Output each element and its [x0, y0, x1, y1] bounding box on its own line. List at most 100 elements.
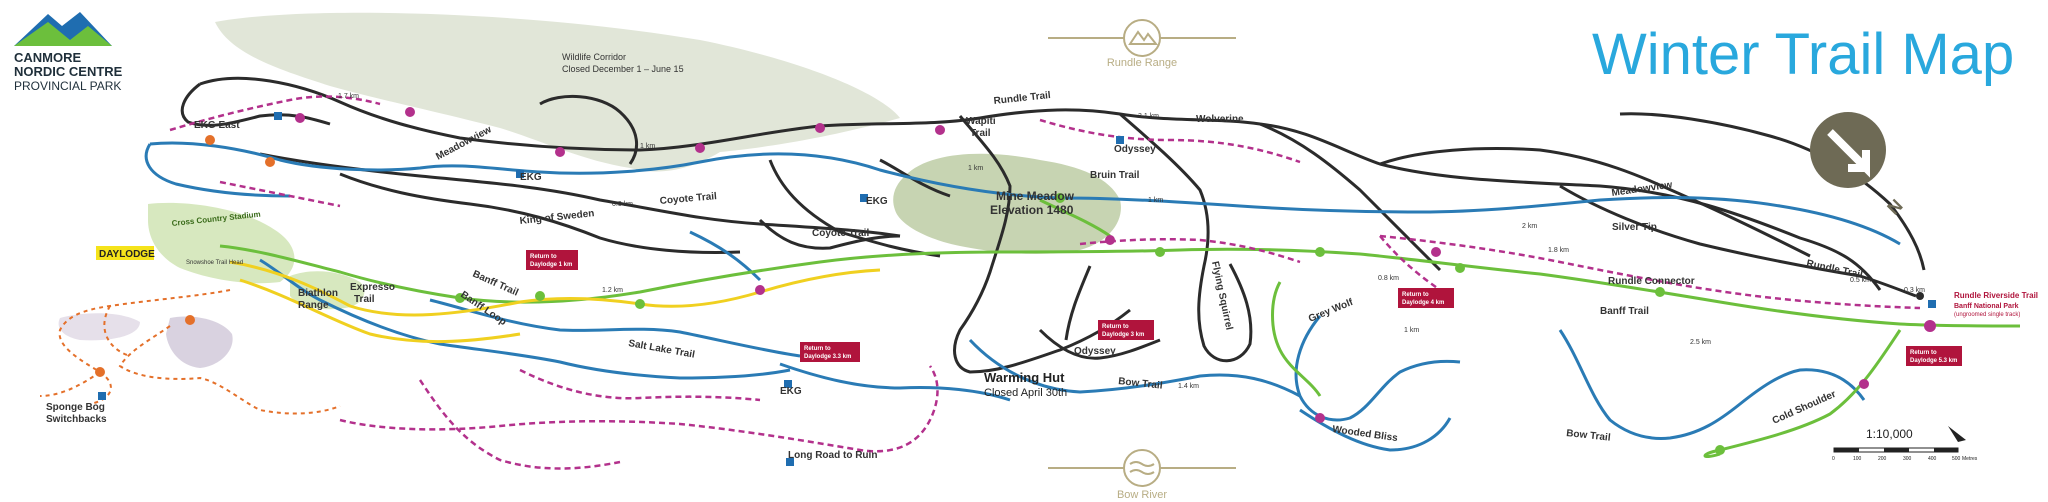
- blue-trails: [144, 141, 1901, 452]
- return-box-5: Return to Daylodge 5.3 km: [1906, 346, 1962, 366]
- mine-meadow-area: [893, 153, 1121, 254]
- compass-north: N: [1883, 195, 1906, 218]
- park-name-line2: NORDIC CENTRE: [14, 64, 123, 79]
- label-silver-tip: Silver Tip: [1612, 222, 1657, 233]
- snowshoe-area-2: [58, 313, 140, 341]
- return-box-3: Return to Daylodge 3 km: [1098, 320, 1154, 340]
- rundle-range-emblem: Rundle Range: [1048, 19, 1236, 69]
- distance-12: 0.8 km: [1378, 275, 1399, 282]
- return-2b: Daylodge 3.3 km: [804, 354, 851, 360]
- label-flying-squirrel: Flying Squirrel: [1209, 260, 1234, 331]
- north-arrow-icon: [1948, 426, 1966, 442]
- distance-15: 2.5 km: [1690, 339, 1711, 346]
- distance-1: 1.7 km: [338, 93, 359, 100]
- label-ekg-1: EKG: [520, 172, 542, 183]
- label-odyssey-1: Odyssey: [1114, 144, 1156, 155]
- label-cold-shoulder: Cold Shoulder: [1771, 389, 1838, 427]
- scale-unit: Metres: [1962, 456, 1978, 462]
- label-ekg-east: EKG East: [194, 120, 240, 131]
- snowshoe-area: [166, 316, 233, 368]
- label-rundle-riverside: Rundle Riverside Trail: [1954, 291, 2038, 300]
- label-salt-lake: Salt Lake Trail: [627, 338, 695, 361]
- distance-6: 1 km: [1148, 197, 1163, 204]
- distance-9: 0.5 km: [1850, 277, 1871, 284]
- mine-meadow-label: Mine Meadow: [996, 189, 1075, 203]
- snowshoe-label: Snowshoe Trail Head: [186, 260, 243, 266]
- return-box-2: Return to Daylodge 3.3 km: [800, 342, 860, 362]
- daylodge-label: DAYLODGE: [99, 249, 155, 260]
- yellow-trails: [229, 260, 881, 344]
- snowshoe-magenta-trails: [169, 95, 1921, 470]
- wildlife-corridor-area: [215, 12, 900, 172]
- return-4b: Daylodge 4 km: [1402, 300, 1444, 306]
- stadium-area: [148, 202, 295, 284]
- park-name-line3: PROVINCIAL PARK: [14, 79, 121, 93]
- bow-river-label: Bow River: [1117, 489, 1167, 501]
- scale-ratio: 1:10,000: [1866, 427, 1913, 441]
- label-coyote-2: Coyote Trail: [812, 228, 869, 239]
- map-title: Winter Trail Map: [1592, 22, 2014, 87]
- label-wapiti-1: Wapiti: [966, 116, 996, 127]
- wildlife-corridor-title: Wildlife Corridor: [562, 52, 626, 62]
- warming-hut-label: Warming Hut: [984, 370, 1065, 385]
- distance-5: 3.1 km: [1138, 113, 1159, 120]
- label-bow-1: Bow Trail: [1118, 376, 1164, 392]
- return-5a: Return to: [1910, 350, 1937, 356]
- return-5b: Daylodge 5.3 km: [1910, 358, 1957, 364]
- label-wolverine: Wolverine: [1196, 114, 1244, 125]
- biathlon-label-2: Range: [298, 300, 329, 311]
- distance-2: 1 km: [640, 143, 655, 150]
- trail-labels: EKG East Meadowview Meadowview EKG EKG E…: [194, 90, 2038, 461]
- label-coyote-1: Coyote Trail: [659, 191, 717, 207]
- trail-markers: [95, 107, 1936, 455]
- label-banff-1: Banff Trail: [1600, 306, 1649, 317]
- distance-4: 1 km: [968, 165, 983, 172]
- return-3a: Return to: [1102, 324, 1129, 330]
- distance-10: 0.3 km: [1904, 287, 1925, 294]
- label-rundle-riverside-3: (ungroomed single track): [1954, 312, 2020, 318]
- daylodge-badge: [96, 246, 154, 260]
- return-box-4: Return to Daylodge 4 km: [1398, 288, 1454, 308]
- biathlon-label: Biathlon: [298, 288, 338, 299]
- return-4a: Return to: [1402, 292, 1429, 298]
- label-rundle-connector: Rundle Connector: [1608, 276, 1695, 287]
- label-expresso-2: Trail: [354, 294, 375, 305]
- scale-tick-1: 100: [1853, 456, 1862, 462]
- label-odyssey-2: Odyssey: [1074, 346, 1116, 357]
- bow-river-emblem: Bow River: [1048, 449, 1236, 501]
- warming-hut-sub: Closed April 30th: [984, 387, 1067, 399]
- wildlife-corridor-sub: Closed December 1 – June 15: [562, 64, 684, 74]
- return-1a: Return to: [530, 254, 557, 260]
- label-ekg-3: EKG: [780, 386, 802, 397]
- park-logo: [14, 12, 112, 46]
- label-rundle-riverside-2: Banff National Park: [1954, 303, 2019, 310]
- label-rundle: Rundle Trail: [993, 90, 1051, 107]
- label-banff-2: Banff Trail: [471, 269, 520, 299]
- scale-tick-3: 300: [1903, 456, 1912, 462]
- mine-meadow-elev: Elevation 1480: [990, 203, 1074, 217]
- scale-bar: 1:10,000 0 100 200 300 400 500 Metres: [1832, 426, 1978, 462]
- label-expresso: Expresso: [350, 282, 395, 293]
- compass-icon: N: [1810, 112, 1907, 219]
- return-3b: Daylodge 3 km: [1102, 332, 1144, 338]
- distance-14: 1.4 km: [1178, 383, 1199, 390]
- distance-7: 2 km: [1522, 223, 1537, 230]
- scale-tick-5: 500: [1952, 456, 1961, 462]
- label-wooded-bliss: Wooded Bliss: [1332, 424, 1399, 444]
- label-long-road: Long Road to Ruin: [788, 450, 877, 461]
- biathlon-area: [290, 271, 365, 310]
- distance-3: 0.9 km: [612, 201, 633, 208]
- rundle-range-label: Rundle Range: [1107, 57, 1177, 69]
- sign-markers: [98, 112, 1936, 466]
- return-1b: Daylodge 1 km: [530, 262, 572, 268]
- distance-11: 1.2 km: [602, 287, 623, 294]
- label-grey-wolf: Grey Wolf: [1307, 297, 1355, 325]
- distance-8: 1.8 km: [1548, 247, 1569, 254]
- distance-labels: 1.7 km 1 km 0.9 km 1 km 3.1 km 1 km 2 km…: [338, 93, 1925, 390]
- label-bow-2: Bow Trail: [1566, 428, 1612, 444]
- label-meadowview: Meadowview: [434, 124, 493, 163]
- sponge-bog-label: Sponge Bog: [46, 402, 105, 413]
- park-name-line1: CANMORE: [14, 50, 81, 65]
- sponge-bog-label-2: Switchbacks: [46, 414, 107, 425]
